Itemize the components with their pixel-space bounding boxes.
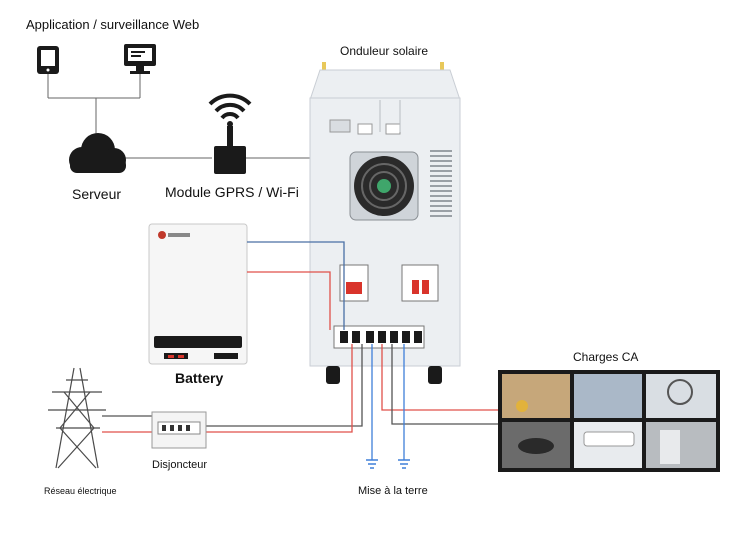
battery-wires	[247, 241, 345, 330]
transmission-tower-icon	[48, 367, 106, 469]
cooling-fan	[349, 151, 419, 221]
breaker-label: Disjoncteur	[152, 459, 208, 471]
load-photo-fan	[646, 374, 716, 418]
cloud-icon	[69, 133, 126, 173]
ac-loads-label: Charges CA	[573, 350, 639, 364]
web-app-label: Application / surveillance Web	[26, 17, 200, 32]
ground-icon	[366, 459, 410, 469]
solar-inverter	[309, 62, 461, 384]
battery-label: Battery	[175, 370, 224, 386]
load-photo-fridge	[646, 422, 716, 468]
grid-wires	[102, 344, 498, 460]
ac-loads-panel	[498, 370, 720, 472]
grid-label: Réseau électrique	[44, 486, 117, 496]
breaker-right	[401, 264, 439, 302]
monitor-icon	[124, 44, 156, 74]
breaker-left	[339, 264, 369, 302]
ground-label: Mise à la terre	[358, 485, 428, 497]
wifi-icon	[208, 93, 252, 174]
battery-unit	[148, 223, 248, 365]
vent-grille	[430, 150, 452, 217]
server-label: Serveur	[72, 186, 122, 202]
inverter-label: Onduleur solaire	[340, 44, 429, 58]
gprs-label: Module GPRS / Wi-Fi	[165, 184, 299, 200]
comm-lines	[47, 74, 310, 159]
load-photo-laptop	[574, 374, 642, 418]
circuit-breaker-box	[151, 411, 207, 449]
terminal-block	[333, 325, 425, 349]
tablet-icon	[37, 46, 59, 74]
load-photo-sofa	[502, 374, 570, 418]
